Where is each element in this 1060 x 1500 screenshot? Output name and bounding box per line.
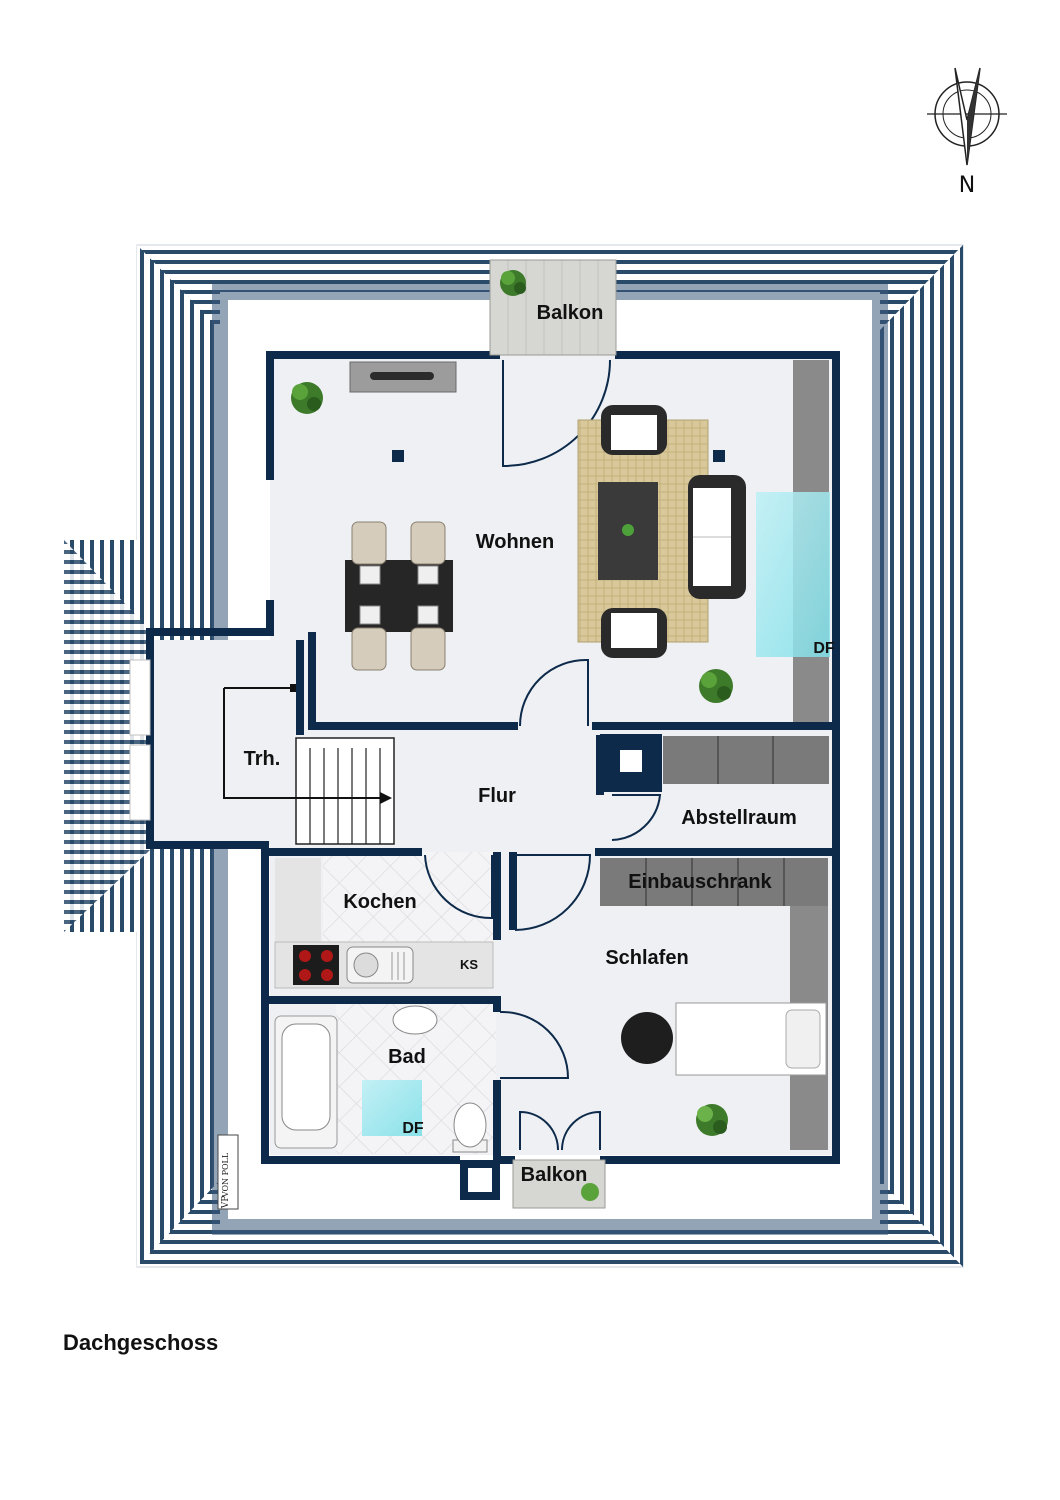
plant-icon: [696, 1104, 728, 1136]
label-wohnen: Wohnen: [476, 531, 555, 553]
plant-icon: [500, 270, 526, 296]
plant-icon: [699, 669, 733, 703]
label-einbauschrank: Einbauschrank: [628, 871, 772, 893]
label-ks: KS: [460, 957, 478, 972]
tv-sideboard: [349, 361, 457, 393]
bathtub: [274, 1015, 338, 1149]
label-abstellraum: Abstellraum: [681, 807, 797, 829]
kitchen-counter: [274, 858, 494, 989]
von-poll-logo: VON POLL VP: [217, 1134, 239, 1210]
balcony-top: [489, 259, 617, 356]
kitchen-floor: [323, 852, 495, 942]
north-label: N: [959, 173, 975, 198]
label-kochen: Kochen: [343, 891, 416, 913]
label-bad: Bad: [388, 1046, 426, 1068]
bed: [621, 1002, 827, 1076]
staircase: [223, 684, 395, 845]
label-df-wohnen: DF: [813, 640, 835, 657]
logo-monogram: VP: [221, 1196, 231, 1210]
doors: [424, 359, 662, 1151]
label-schlafen: Schlafen: [605, 947, 688, 969]
washbasin: [392, 1005, 438, 1035]
floor-caption: Dachgeschoss: [63, 1330, 219, 1355]
north-compass: N: [927, 67, 1007, 198]
walls: [146, 351, 840, 1164]
label-balkon-bottom: Balkon: [521, 1164, 588, 1186]
label-flur: Flur: [478, 785, 516, 807]
toilet: [452, 1102, 488, 1153]
dining-table: [345, 521, 453, 671]
balcony-bottom: [512, 1159, 606, 1209]
label-trh: Trh.: [244, 748, 281, 770]
dormer-roof: [64, 540, 154, 932]
plant-icon: [291, 382, 323, 414]
label-df-bad: DF: [402, 1120, 424, 1137]
living-lounge: [577, 405, 746, 658]
skylight-wohnen: [756, 492, 830, 657]
label-balkon-top: Balkon: [537, 302, 604, 324]
abstellraum-cabinets: [663, 736, 829, 784]
logo-brand: VON POLL: [221, 1152, 230, 1198]
skylight-bad: [362, 1080, 422, 1136]
